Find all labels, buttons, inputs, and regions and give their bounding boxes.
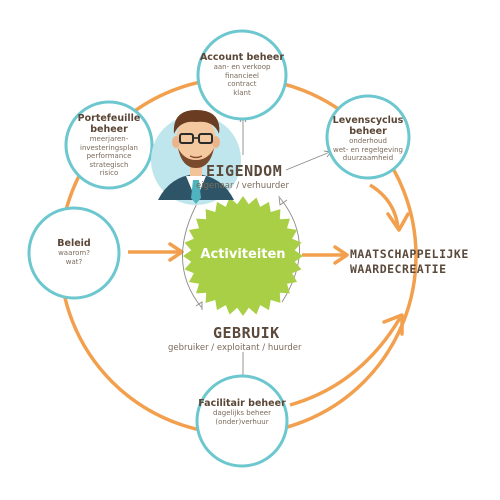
gebruik-subtitle: gebruiker / exploitant / huurder <box>168 343 302 353</box>
connector-eigendom-levenscyclus <box>285 151 331 171</box>
cycle-arc-right-head <box>278 195 288 206</box>
node-portefeuille-line-5: risico <box>99 169 119 178</box>
node-facilitair: Facilitair beheer dagelijks beheer (onde… <box>198 398 286 426</box>
node-circle-account <box>196 29 288 121</box>
cycle-arc-left-head <box>195 301 203 310</box>
node-beleid-title: Beleid <box>57 238 91 249</box>
node-portefeuille-line-3: performance <box>86 152 132 161</box>
gebruik-title: GEBRUIK <box>213 324 280 342</box>
arrow-head-center <box>333 245 349 265</box>
node-portefeuille-title: Portefeuille beheer <box>77 113 141 135</box>
node-levenscyclus: Levenscyclus beheer onderhoud wet- en re… <box>326 115 410 163</box>
eigendom-subtitle: eigenaar / verhuurder <box>196 181 290 191</box>
node-account-title: Account beheer <box>199 52 285 63</box>
node-circle-beleid <box>27 206 121 300</box>
node-beleid-line-2: wat? <box>65 257 83 266</box>
node-circle-portefeuille <box>64 100 154 190</box>
node-circle-facilitair <box>195 374 289 468</box>
node-portefeuille: Portefeuille beheer meerjaren- investeri… <box>66 113 152 178</box>
node-account-line-2: financieel <box>225 71 259 80</box>
node-circle-levenscyclus <box>325 94 411 180</box>
center-label: Activiteiten <box>200 247 286 262</box>
node-portefeuille-line-2: investeringsplan <box>80 143 138 152</box>
outcome-line-2: WAARDECREATIE <box>350 262 447 276</box>
node-portefeuille-line-4: strategisch <box>89 160 129 169</box>
node-facilitair-line-2: (onder)verhuur <box>215 417 269 426</box>
node-facilitair-line-1: dagelijks beheer <box>213 409 271 417</box>
node-account-line-1: aan- en verkoop <box>213 63 271 71</box>
arrow-to-outcome-top <box>369 183 400 229</box>
arrow-head-top <box>386 212 410 232</box>
node-levenscyclus-line-1: onderhoud <box>349 137 387 145</box>
manager-avatar-icon <box>151 110 241 205</box>
arrow-head-beleid <box>168 242 184 262</box>
node-account-line-4: klant <box>233 88 251 97</box>
node-account: Account beheer aan- en verkoop financiee… <box>198 52 286 97</box>
arrow-to-outcome-bottom <box>289 317 402 407</box>
node-beleid-line-1: waarom? <box>58 249 90 257</box>
arrow-head-bottom <box>382 313 404 336</box>
cycle-arc-left <box>182 197 203 309</box>
node-levenscyclus-line-2: wet- en regelgeving <box>333 145 403 154</box>
node-beleid: Beleid waarom? wat? <box>30 238 118 266</box>
activiteiten-starburst <box>183 196 303 316</box>
node-facilitair-title: Facilitair beheer <box>198 398 286 409</box>
node-levenscyclus-title: Levenscyclus beheer <box>332 115 404 137</box>
outcome-line-1: MAATSCHAPPELIJKE <box>350 247 469 261</box>
starburst-shape <box>183 196 303 316</box>
node-account-line-3: contract <box>227 80 257 89</box>
eigendom-title: EIGENDOM <box>206 162 283 180</box>
node-levenscyclus-line-3: duurzaamheid <box>342 154 394 163</box>
node-portefeuille-line-1: meerjaren- <box>89 135 129 143</box>
